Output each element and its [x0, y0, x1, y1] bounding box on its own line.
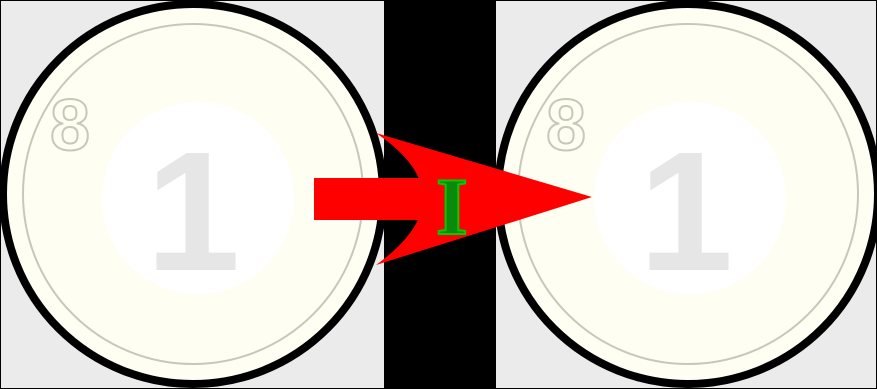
- transition-label: I: [436, 161, 468, 252]
- coin-value: 1: [146, 117, 241, 307]
- coin-value: 1: [639, 117, 734, 307]
- coin-mark: 8: [546, 86, 586, 166]
- coin-mark: 8: [50, 86, 90, 166]
